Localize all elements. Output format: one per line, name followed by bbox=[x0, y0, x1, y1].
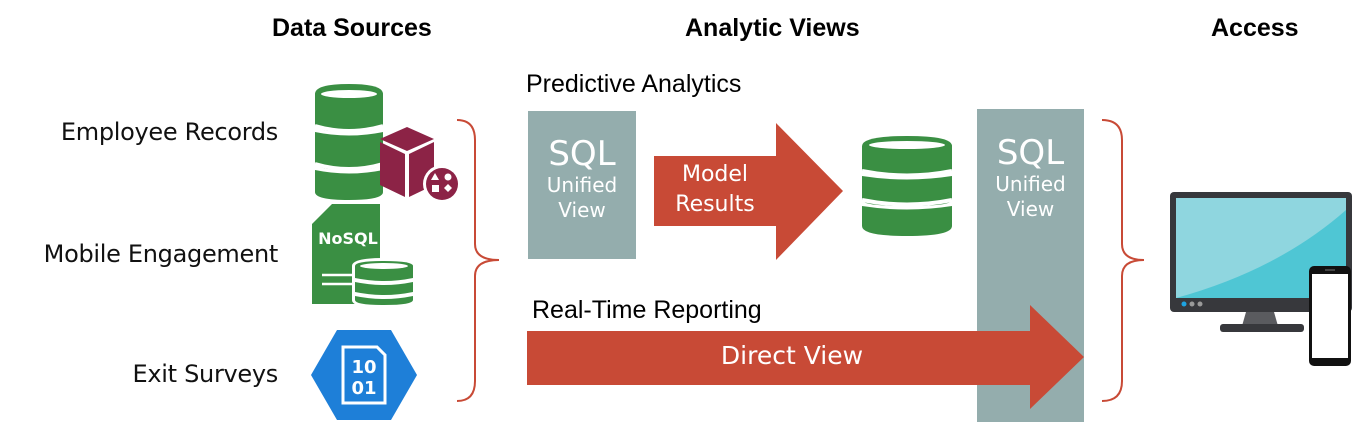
sql-title: SQL bbox=[548, 134, 616, 174]
sql-title: SQL bbox=[996, 133, 1065, 173]
sql-line2: View bbox=[558, 198, 606, 223]
left-brace bbox=[456, 119, 500, 402]
sql-line1: Unified bbox=[995, 172, 1066, 197]
database-icon bbox=[861, 136, 953, 236]
nosql-database-icon: NoSQL bbox=[312, 204, 416, 308]
source-label-employee-records: Employee Records bbox=[60, 118, 278, 146]
model-results-line1: Model bbox=[681, 162, 749, 187]
model-results-line2: Results bbox=[675, 192, 755, 217]
model-results-label: Model Results bbox=[654, 160, 776, 220]
heading-analytic-views: Analytic Views bbox=[685, 14, 860, 42]
sql-line2: View bbox=[1006, 197, 1055, 222]
model-results-arrow bbox=[654, 123, 843, 260]
database-with-cube-icon bbox=[314, 84, 461, 203]
sql-unified-view-left: SQL Unified View bbox=[528, 111, 636, 259]
predictive-analytics-title: Predictive Analytics bbox=[526, 70, 742, 98]
binary-text-line2: 01 bbox=[351, 378, 376, 399]
binary-file-hexagon-icon: 10 01 bbox=[311, 330, 417, 420]
sql-line1: Unified bbox=[546, 173, 618, 198]
right-brace bbox=[1101, 119, 1145, 402]
real-time-reporting-title: Real-Time Reporting bbox=[532, 296, 762, 324]
heading-access: Access bbox=[1211, 14, 1299, 42]
nosql-text: NoSQL bbox=[318, 229, 378, 248]
desktop-and-phone-icon bbox=[1170, 192, 1352, 366]
binary-text-line1: 10 bbox=[351, 357, 376, 378]
source-label-exit-surveys: Exit Surveys bbox=[132, 360, 279, 388]
direct-view-label: Direct View bbox=[720, 341, 864, 370]
direct-view-arrow bbox=[527, 305, 1084, 409]
source-label-mobile-engagement: Mobile Engagement bbox=[43, 240, 279, 268]
heading-data-sources: Data Sources bbox=[272, 14, 432, 42]
